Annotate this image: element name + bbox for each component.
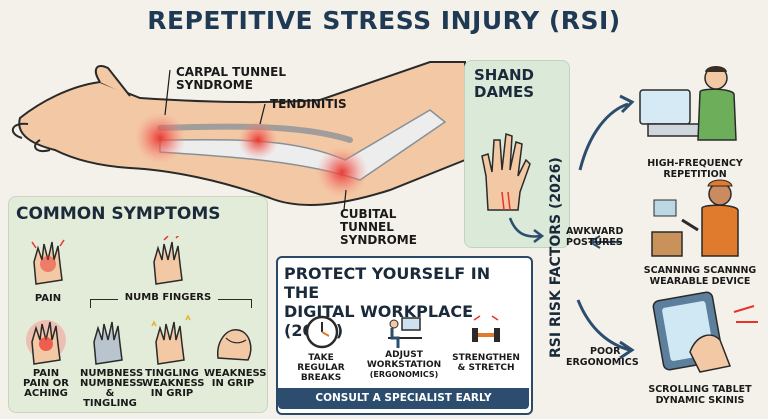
poor-line1: POOR <box>590 346 621 357</box>
poor-line2: ERGONOMICS <box>566 357 639 368</box>
arrow-to-risk-icon <box>508 217 545 243</box>
symptom-tingling-label: TINGLING WEAKNESS IN GRIP <box>142 368 205 399</box>
awk-line2: POSTURES <box>566 237 623 248</box>
awk-line1: AWKWARD <box>566 226 624 237</box>
arm-illustration <box>12 61 466 210</box>
hand-numb-icon <box>153 236 183 285</box>
risk-high-frequency-label: HIGH-FREQUENCY REPETITION <box>640 158 750 180</box>
hand-numbness-icon <box>93 321 123 365</box>
symptoms-title: COMMON SYMPTOMS <box>16 204 221 224</box>
hf-line2: REPETITION <box>663 169 727 180</box>
hand-pain-icon <box>31 239 65 285</box>
consult-banner: CONSULT A SPECIALIST EARLY <box>278 388 529 409</box>
symptom-pain-label: PAIN <box>34 293 62 304</box>
numbness-line3: & TINGLING <box>83 388 137 409</box>
hand-weakness-icon <box>217 329 252 361</box>
scroll-line2: DYNAMIC SKINIS <box>655 395 745 406</box>
risk-poor-ergonomics-label: POOR ERGONOMICS <box>566 346 639 368</box>
workstation-icon <box>388 317 422 348</box>
weakness-line1: WEAKNESS <box>204 368 267 379</box>
risk-awkward-postures-label: AWKWARD POSTURES <box>566 226 623 248</box>
tendinitis-glow <box>238 120 278 160</box>
shand-line2: DAMES <box>474 83 535 101</box>
breaks-line2: BREAKS <box>300 373 342 383</box>
cubital-tunnel-glow <box>316 146 368 198</box>
workstation-line2: WORKSTATION <box>366 360 442 370</box>
stretch-line2: & STRETCH <box>457 363 515 373</box>
numbness-line2: NUMBNESS <box>80 378 144 389</box>
label-tendinitis: TENDINITIS <box>270 97 347 111</box>
symptom-weakness-label: WEAKNESS IN GRIP <box>204 368 267 389</box>
workstation-line3: (ERGONOMICS) <box>369 370 439 379</box>
risk-scanning-label: SCANNING SCANNNG WEARABLE DEVICE <box>640 265 760 287</box>
monitor-icon <box>639 89 691 125</box>
stretch-line1: STRENGTHEN <box>452 353 520 363</box>
risk-factors-title: RSI RISK FACTORS (2026) <box>548 157 564 358</box>
shand-dames-title: SHAND DAMES <box>474 67 534 101</box>
strengthen-stretch-label: STRENGTHEN & STRETCH <box>450 353 522 373</box>
symptom-pain-aching-label: PAIN PAIN OR ACHING <box>20 369 72 399</box>
box-icon <box>651 231 683 257</box>
workstation-line1: ADJUST <box>385 350 423 360</box>
pain-aching-line1: PAIN <box>32 368 60 379</box>
take-breaks-label: TAKE REGULAR BREAKS <box>286 353 356 383</box>
risk-scrolling-tablet-label: SCROLLING TABLET DYNAMIC SKINIS <box>640 384 760 406</box>
protect-title-line1: PROTECT YOURSELF IN THE <box>284 264 491 302</box>
pain-aching-line3: ACHING <box>24 388 68 399</box>
hf-line1: HIGH-FREQUENCY <box>647 158 743 169</box>
carpal-tunnel-glow <box>134 112 186 164</box>
pain-aching-line2: PAIN OR <box>23 378 69 389</box>
clock-icon <box>305 315 339 349</box>
label-cubital-tunnel: CUBITAL TUNNEL SYNDROME <box>340 207 417 247</box>
symptom-numb-fingers-label: NUMB FINGERS <box>118 293 218 303</box>
weakness-line2: IN GRIP <box>211 378 255 389</box>
worker-shirt <box>697 88 737 141</box>
tingling-line3: IN GRIP <box>150 388 194 399</box>
symptom-numbness-label: NUMBNESS NUMBNESS & TINGLING <box>80 368 144 409</box>
page-title: REPETITIVE STRESS INJURY (RSI) <box>147 6 621 35</box>
hand-tingling-icon <box>151 314 191 365</box>
scroll-line1: SCROLLING TABLET <box>648 384 752 395</box>
dumbbell-icon <box>472 315 500 342</box>
label-carpal-tunnel: CARPAL TUNNEL SYNDROME <box>176 65 286 92</box>
scan-line2: WEARABLE DEVICE <box>649 276 751 287</box>
scan-line1: SCANNING SCANNNG <box>643 265 757 276</box>
shand-line1: SHAND <box>474 66 534 84</box>
tingling-line1: TINGLING <box>145 368 199 379</box>
hand-wrist-pain-icon <box>481 132 531 211</box>
adjust-workstation-label: ADJUST WORKSTATION (ERGONOMICS) <box>364 350 444 380</box>
hand-aching-icon <box>26 320 66 365</box>
risk-illustrations <box>576 66 758 373</box>
tingling-line2: WEAKNESS <box>142 378 205 389</box>
numbness-line1: NUMBNESS <box>80 368 144 379</box>
symptoms-panel <box>8 196 268 413</box>
breaks-line1: TAKE REGULAR <box>297 353 345 373</box>
